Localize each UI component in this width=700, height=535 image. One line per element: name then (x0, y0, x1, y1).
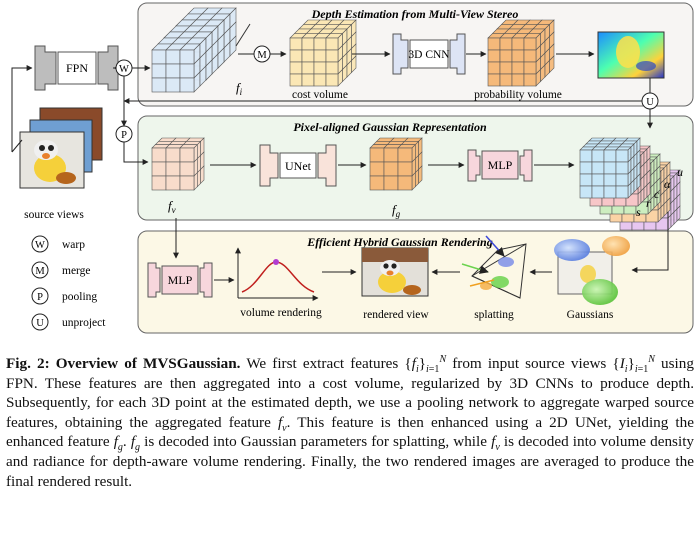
probability-volume-label: probability volume (474, 89, 562, 101)
unet-module: UNet (259, 144, 337, 187)
gaussians-image (554, 236, 630, 305)
param-s: s (636, 205, 641, 219)
gaussian-param-stack (579, 137, 681, 231)
svg-text:pooling: pooling (62, 291, 97, 303)
splatting-label: splatting (474, 309, 514, 321)
volume-rendering-label: volume rendering (240, 307, 322, 319)
pixel-title: Pixel-aligned Gaussian Representation (293, 120, 487, 134)
fv-feature-cube (151, 137, 205, 191)
fi-label: fi (236, 80, 243, 97)
svg-text:merge: merge (62, 265, 91, 277)
svg-text:UNet: UNet (285, 159, 312, 173)
svg-text:M: M (35, 266, 45, 277)
svg-text:MLP: MLP (168, 273, 193, 287)
source-views (19, 107, 103, 189)
svg-text:U: U (36, 318, 44, 329)
gaussians-label: Gaussians (567, 309, 614, 321)
views-connector (11, 139, 23, 153)
mvs-title: Depth Estimation from Multi-View Stereo (311, 7, 519, 21)
rendered-view-label: rendered view (363, 309, 429, 321)
warp-op: W (115, 59, 133, 77)
cost-volume-label: cost volume (292, 89, 348, 101)
svg-text:M: M (257, 50, 267, 61)
fpn-label: FPN (66, 61, 88, 75)
params-to-gaussians-arrow (631, 212, 669, 273)
svg-text:3D CNN: 3D CNN (408, 49, 450, 61)
caption-fig-label: Fig. 2: Overview of MVSGaussian. (6, 355, 241, 372)
param-alpha: α (664, 177, 671, 191)
pooling-op: P (115, 125, 133, 143)
depth-map (597, 31, 665, 79)
fg-grid (369, 137, 423, 191)
fpn-module: FPN (34, 45, 119, 91)
p-to-fv-arrow (123, 142, 149, 165)
merge-op: M (253, 45, 271, 63)
fv-grid (151, 137, 205, 191)
mlp-bottom-module: MLP (147, 262, 213, 298)
svg-text:P: P (121, 130, 127, 141)
mlp-top-module: MLP (467, 149, 533, 182)
probability-volume-cube (487, 19, 555, 87)
svg-text:U: U (646, 97, 654, 108)
probability-volume-grid (487, 19, 555, 87)
pipeline-figure: Depth Estimation from Multi-View Stereo … (11, 2, 694, 334)
volume-rendering-plot (235, 247, 319, 301)
svg-text:P: P (37, 292, 43, 303)
svg-text:unproject: unproject (62, 317, 106, 329)
cnn3d-module: 3D CNN (392, 33, 466, 75)
rendered-view-image (361, 247, 429, 297)
fi-cube-front (151, 31, 213, 93)
unproject-op: U (641, 92, 659, 110)
figure-caption: Fig. 2: Overview of MVSGaussian. We firs… (6, 354, 694, 491)
views-to-fpn-arrow (11, 65, 33, 152)
svg-text:W: W (35, 240, 45, 251)
param-c: c (654, 187, 660, 201)
cost-volume-cube (289, 19, 357, 87)
render-title: Efficient Hybrid Gaussian Rendering (306, 235, 492, 249)
fg-label: fg (392, 202, 401, 219)
fg-feature-cube (369, 137, 423, 191)
fi-feature-stack (151, 7, 251, 93)
cost-volume-grid (289, 19, 357, 87)
param-r: r (646, 196, 651, 210)
svg-text:warp: warp (62, 239, 85, 251)
source-views-label: source views (24, 209, 84, 221)
param-layer-4 (579, 137, 641, 199)
splatting-diagram (461, 235, 527, 299)
caption-text: We first extract features {fi}i=1N from … (6, 353, 695, 490)
svg-text:W: W (119, 64, 129, 75)
fv-label: fv (168, 198, 176, 215)
svg-text:MLP: MLP (488, 158, 513, 172)
param-u: u (677, 165, 683, 179)
